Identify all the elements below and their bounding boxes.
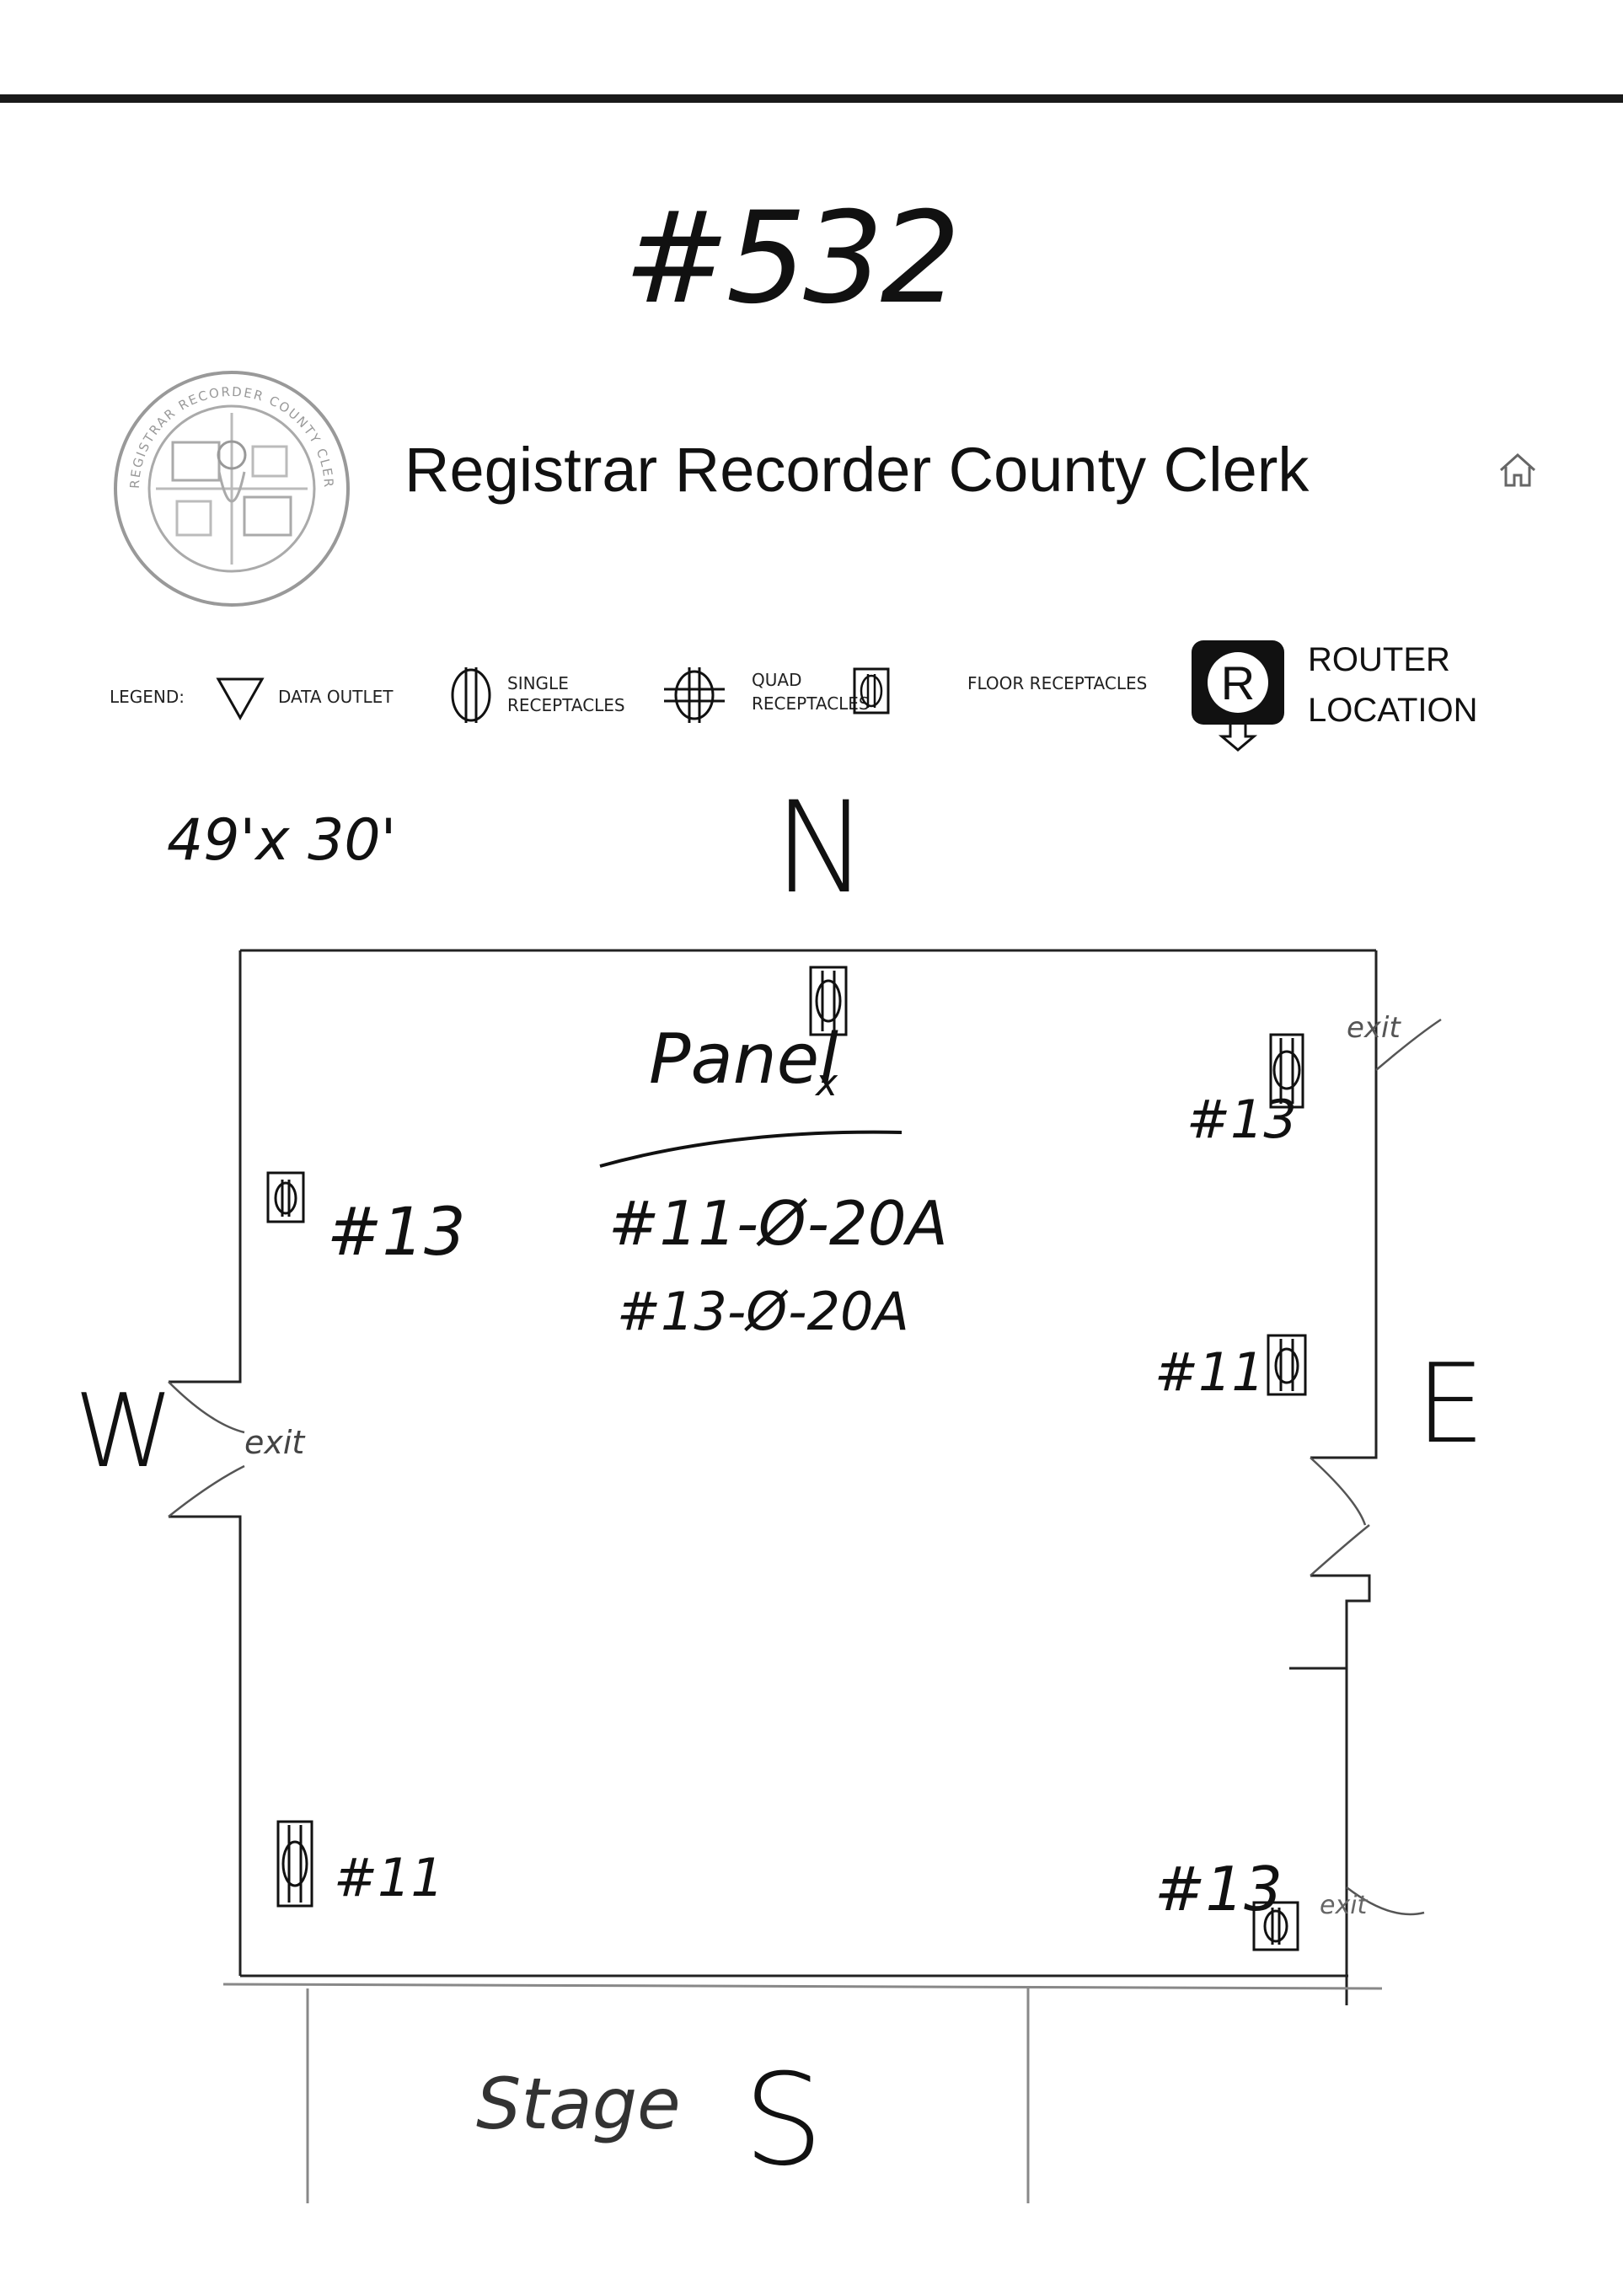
circuit-tag-ne: #13 [1186, 1089, 1297, 1150]
stage-label: Stage [476, 2063, 681, 2145]
quad-receptacle-panel [809, 966, 848, 1036]
circuit-tag-nw: #13 [327, 1195, 466, 1271]
sheet-number: #532 [624, 185, 961, 332]
floor-receptacle-nw [266, 1171, 305, 1223]
panel-underline [599, 1130, 903, 1168]
quad-receptacle-e [1267, 1334, 1307, 1396]
compass-north: N [774, 775, 869, 922]
seal-graphic: REGISTRAR RECORDER COUNTY CLERK [100, 351, 350, 607]
floor-receptacle-icon [851, 666, 952, 720]
quad-receptacle-icon [662, 666, 726, 728]
single-receptacle-icon [448, 666, 494, 728]
west-wall [169, 950, 242, 1976]
panel-mark: x [816, 1062, 838, 1105]
router-line2: LOCATION [1308, 692, 1478, 729]
circuit-tag-se: #13 [1154, 1854, 1283, 1924]
exit-label-southeast: exit [1320, 1891, 1368, 1920]
quad-receptacle-ne [1269, 1033, 1304, 1109]
quad-receptacle-sw [276, 1820, 313, 1908]
room-dimensions: 49'x 30' [167, 807, 397, 874]
legend-floor-text: FLOOR RECEPTACLES [967, 673, 1148, 693]
circuit-tag-e: #11 [1154, 1341, 1265, 1403]
page-title: Registrar Recorder County Clerk [404, 435, 1310, 505]
panel-circuit-2: #13-Ø-20A [617, 1281, 909, 1342]
legend-data-outlet-text: DATA OUTLET [278, 687, 394, 707]
compass-south: S [743, 2047, 824, 2194]
legend-label: LEGEND: [110, 687, 185, 707]
legend-single-line1: SINGLE [507, 673, 569, 693]
legend-single-line2: RECEPTACLES [507, 695, 625, 715]
scan-edge-bar [0, 94, 1623, 103]
router-symbol: R [1221, 656, 1255, 709]
router-line1: ROUTER [1308, 641, 1450, 678]
east-exit-door [1310, 1457, 1370, 1576]
home-icon[interactable] [1496, 448, 1540, 492]
panel-circuit-1: #11-Ø-20A [608, 1188, 948, 1259]
northeast-exit-door [1375, 1018, 1442, 1071]
stage-outline [222, 1983, 1383, 2203]
compass-west: W [74, 1373, 174, 1491]
legend-quad-line1: QUAD [752, 670, 802, 690]
southeast-exit-door [1346, 1887, 1425, 1916]
east-wall [1289, 950, 1378, 2005]
legend-quad-line2: RECEPTACLES [752, 693, 870, 714]
router-icon: R [1188, 637, 1288, 755]
data-outlet-icon [215, 674, 265, 725]
floor-receptacle-se [1252, 1901, 1299, 1951]
compass-east: E [1416, 1340, 1486, 1468]
county-seal: REGISTRAR RECORDER COUNTY CLERK [100, 351, 358, 615]
west-exit-door [168, 1381, 245, 1517]
panel-label: Panel [649, 1020, 838, 1100]
circuit-tag-sw: #11 [334, 1847, 444, 1908]
exit-label-northeast: exit [1347, 1011, 1401, 1045]
exit-label-west: exit [244, 1424, 305, 1461]
